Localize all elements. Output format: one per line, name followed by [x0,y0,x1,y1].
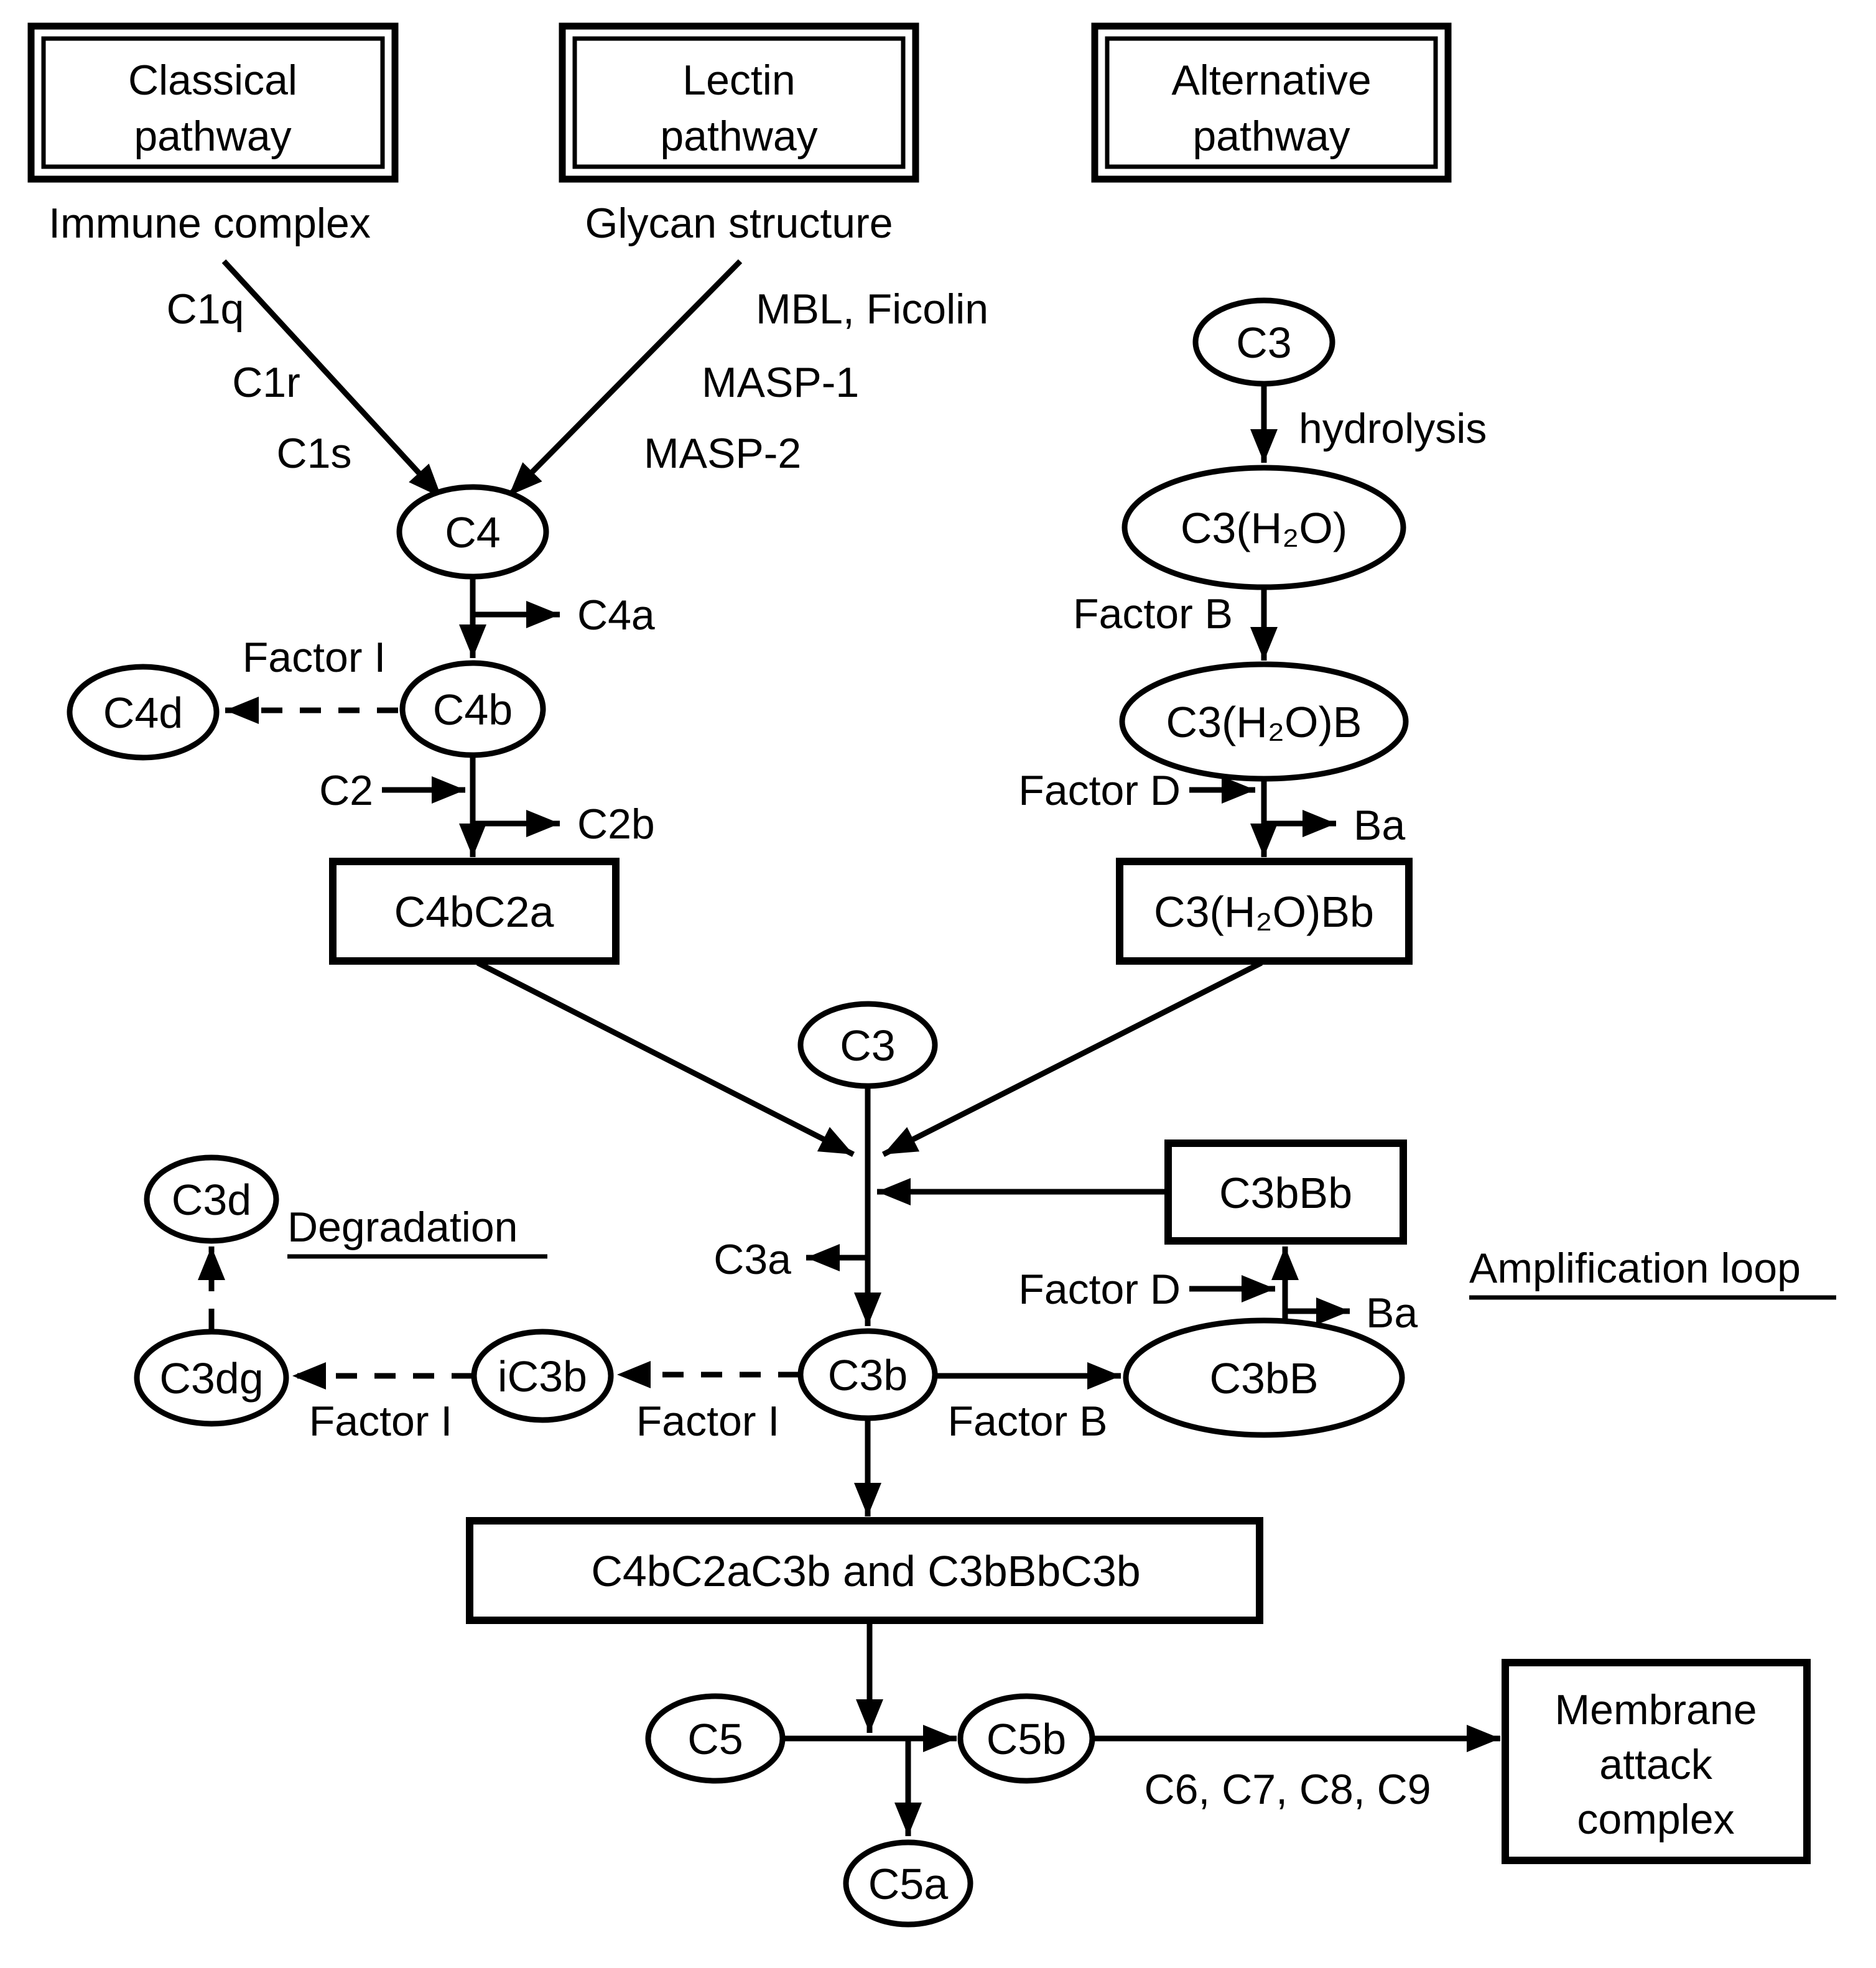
node-c3dg-label: C3dg [159,1354,263,1403]
classical-pathway-box-inner [41,36,385,169]
node-c3-alt-label: C3 [1236,318,1291,367]
hydrolysis-label: hydrolysis [1299,405,1487,452]
lectin-pathway-title-line2: pathway [660,113,817,160]
node-c5b-label: C5b [987,1715,1066,1763]
node-c3h2o-label: C3(H₂O) [1181,504,1347,552]
arrow-immune-complex-to-c4 [221,259,444,500]
node-ic3b [471,1329,614,1423]
amplification-loop-label: Amplification loop [1469,1245,1801,1292]
node-c5a-label: C5a [868,1860,948,1908]
node-c3d [144,1154,279,1244]
alternative-pathway-box-inner [1105,36,1438,169]
c3a-label: C3a [713,1236,791,1283]
node-c3d-label: C3d [172,1176,251,1224]
classical-pathway-title-line2: pathway [134,113,291,160]
arrow-glycan-structure-to-c4 [506,259,743,498]
classical-pathway-box [27,22,399,183]
node-c4-label: C4 [445,508,500,557]
factor-d-loop-label: Factor D [1018,1266,1181,1313]
factor-i-c4b-label: Factor I [243,634,386,681]
node-c3h2obb-box [1116,858,1413,965]
node-c4bc2a-label: C4bC2a [394,888,554,936]
node-ic3b-label: iC3b [498,1352,587,1401]
lectin-pathway-title-line1: Lectin [682,57,795,104]
node-c4d-label: C4d [103,689,183,737]
lectin-pathway-header: Lectin pathway [559,22,919,183]
node-c4d [67,664,220,761]
c6-c7-c8-c9-label: C6, C7, C8, C9 [1144,1766,1431,1813]
masp1-label: MASP-1 [702,359,859,406]
ba-loop-label: Ba [1366,1289,1418,1337]
c1r-label: C1r [232,359,300,406]
c4a-label: C4a [577,592,655,639]
node-c3h2obb-label: C3(H₂O)Bb [1154,888,1374,936]
mbl-ficolin-label: MBL, Ficolin [756,285,988,333]
alternative-pathway-header: Alternative pathway [1091,22,1452,183]
immune-complex-label: Immune complex [49,200,371,247]
node-convertases-label: C4bC2aC3b and C3bBbC3b [591,1547,1140,1595]
alternative-pathway-title-line1: Alternative [1171,57,1371,104]
node-c3h2ob-label: C3(H₂O)B [1166,698,1362,746]
factor-d-alt-label: Factor D [1018,767,1181,814]
node-c3bbb-label: C3bBb [1219,1169,1352,1217]
alternative-pathway-box [1091,22,1452,183]
node-c4bc2a-box [329,858,620,965]
c2b-label: C2b [577,801,655,848]
factor-i-c3b-label: Factor I [636,1398,780,1445]
classical-pathway-header: Classical pathway [27,22,399,183]
node-c3b-label: C3b [828,1351,908,1399]
factor-i-ic3b-label: Factor I [309,1398,453,1445]
factor-b-loop-label: Factor B [948,1398,1108,1445]
masp2-label: MASP-2 [644,430,801,477]
node-c5a [843,1839,973,1928]
glycan-structure-label: Glycan structure [585,200,893,247]
node-convertases-box [466,1517,1263,1624]
node-mac-label-line1: Membrane [1554,1686,1757,1734]
factor-b-alt-label: Factor B [1073,590,1233,638]
node-mac-label-line3: complex [1577,1796,1734,1843]
classical-pathway-title-line1: Classical [128,57,297,104]
node-mac-label-line2: attack [1599,1741,1712,1788]
node-c3bb [1123,1317,1405,1438]
node-c5-label: C5 [687,1715,743,1763]
node-c4b-label: C4b [433,685,513,734]
node-c3dg [134,1329,289,1427]
c2-label: C2 [319,767,373,814]
lectin-pathway-box [559,22,919,183]
ba-alt-label: Ba [1354,802,1405,849]
arrow-c3h2obb-to-c3-convertase [881,960,1263,1158]
arrow-c4bc2a-to-c3-convertase [476,960,855,1158]
alternative-pathway-title-line2: pathway [1192,113,1350,160]
degradation-label: Degradation [287,1204,518,1251]
c1q-label: C1q [167,285,244,333]
c1s-label: C1s [277,430,352,477]
node-mac-box [1502,1659,1811,1864]
node-c3bb-label: C3bB [1209,1354,1318,1403]
node-c3-central-label: C3 [840,1021,895,1070]
lectin-pathway-box-inner [572,36,906,169]
